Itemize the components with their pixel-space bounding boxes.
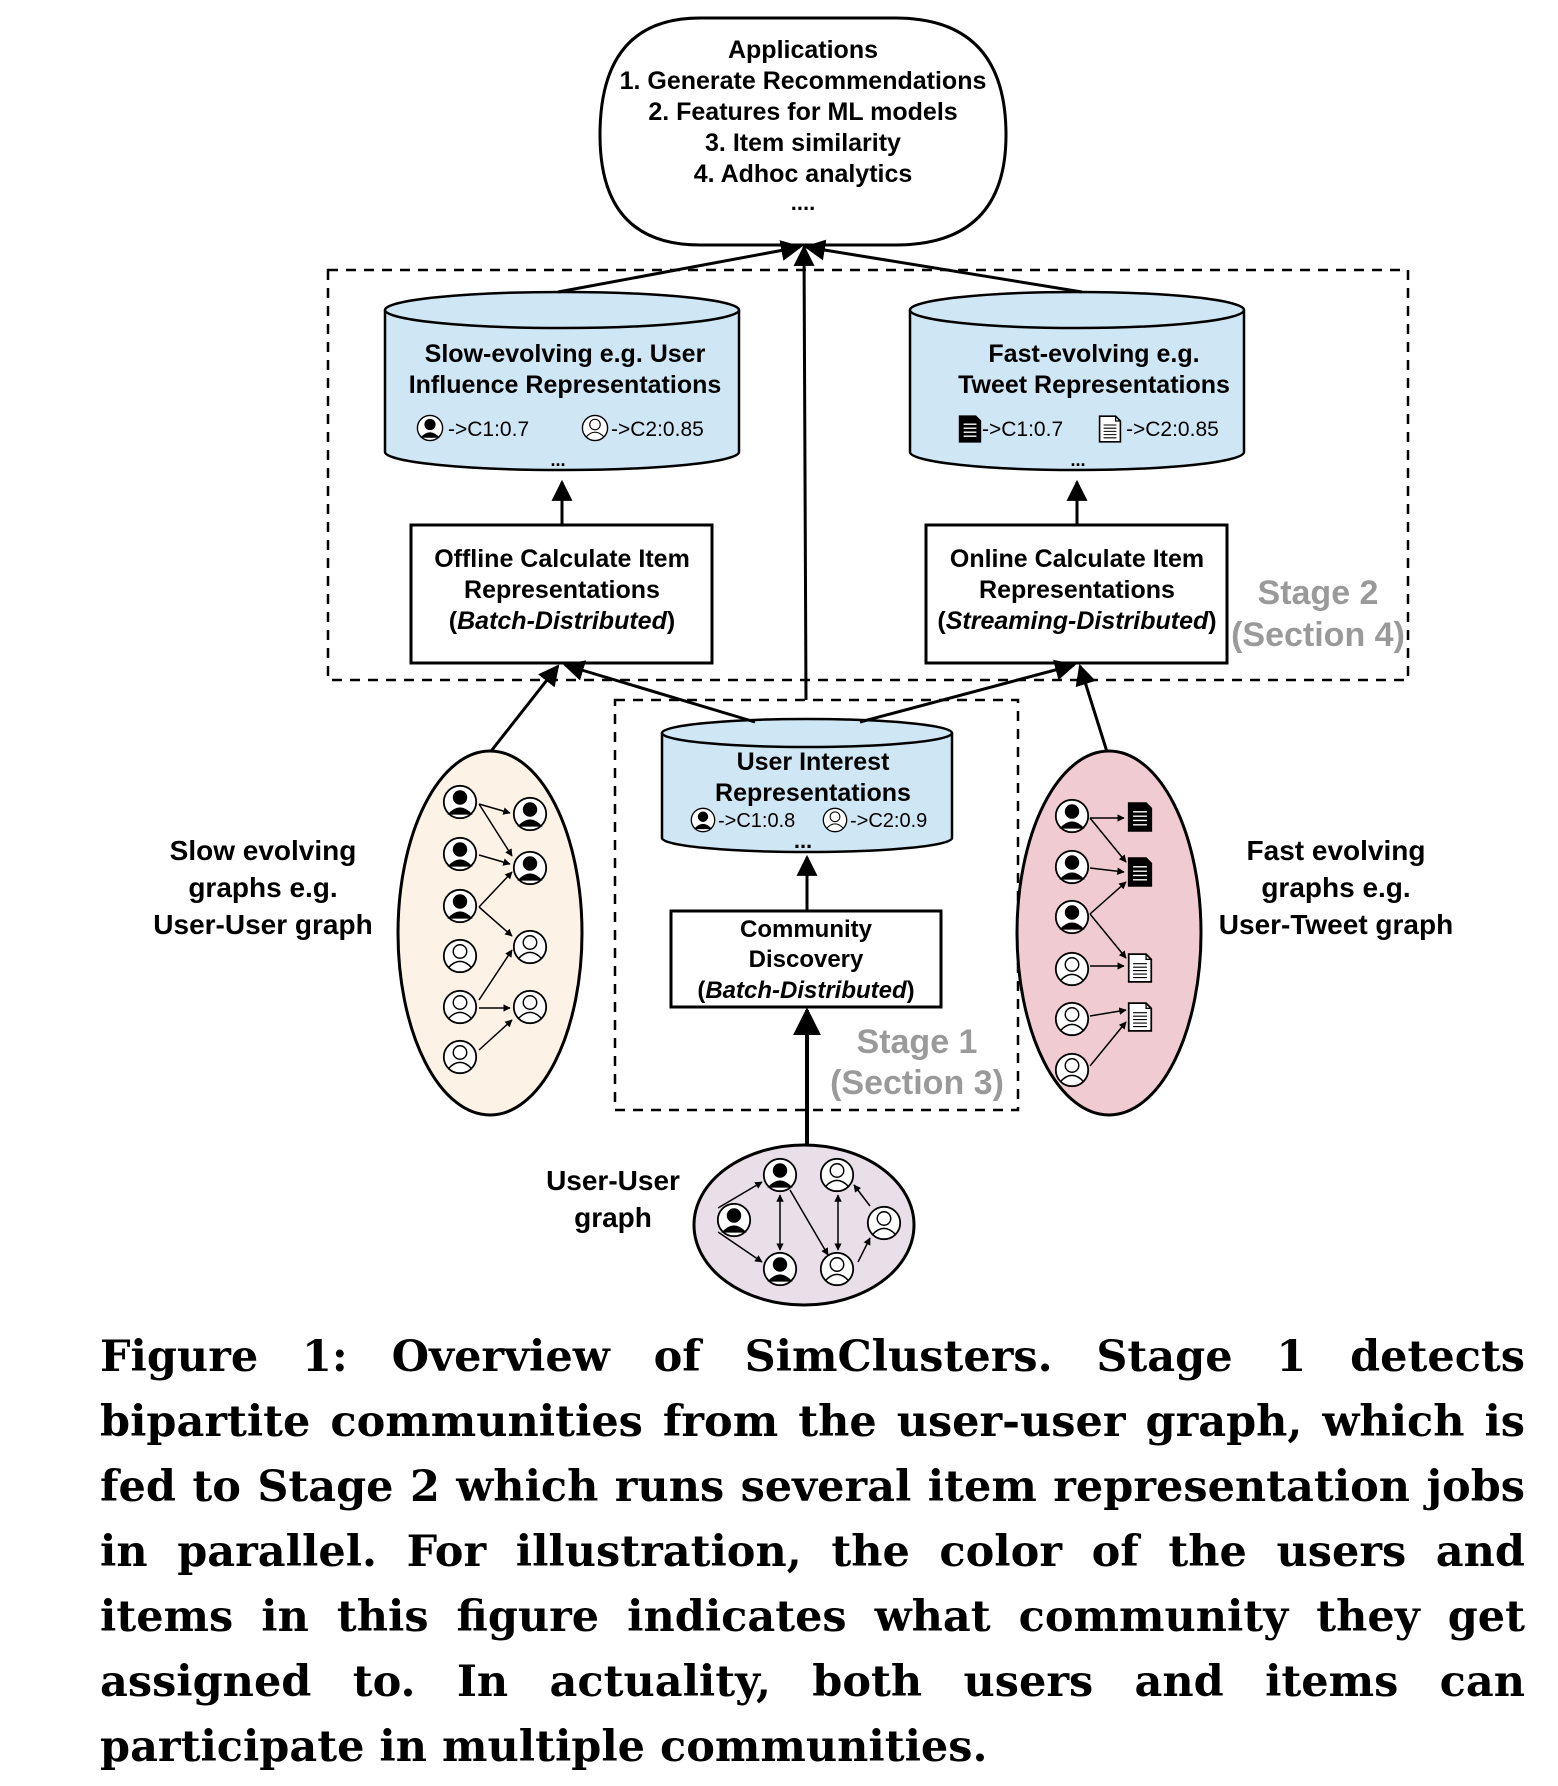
user-light-icon — [442, 1039, 478, 1075]
slow-store-title-1: Slow-evolving e.g. User — [425, 340, 706, 368]
slow-store-entry-2: ->C2:0.85 — [611, 418, 704, 441]
fast-graph-label-line: User-Tweet graph — [1219, 909, 1453, 940]
offline-box-line2: Representations — [464, 576, 660, 604]
offline-calculate-box: Offline Calculate Item Representations (… — [409, 523, 714, 665]
user-dark-icon — [1054, 849, 1090, 885]
slow-graph-label: Slow evolving graphs e.g. User-User grap… — [153, 835, 372, 940]
user-dark-icon — [1054, 899, 1090, 935]
slow-store-entry-1: ->C1:0.7 — [448, 418, 529, 441]
user-interest-store: User Interest Representations ->C1:0.8 -… — [660, 717, 954, 854]
user-dark-icon — [442, 888, 478, 924]
user-dark-icon — [762, 1251, 798, 1287]
slow-store-more: ... — [550, 450, 565, 470]
applications-node: Applications 1. Generate Recommendations… — [598, 16, 1008, 247]
user-light-icon — [1054, 951, 1090, 987]
interest-store-title-1: User Interest — [737, 748, 891, 776]
stage1-section: (Section 3) — [830, 1064, 1004, 1102]
user-dark-icon — [512, 850, 548, 886]
figure-caption: Figure 1: Overview of SimClusters. Stage… — [100, 1332, 1525, 1772]
slow-graph-label-line: User-User graph — [153, 909, 372, 940]
applications-title: Applications — [728, 36, 878, 64]
user-light-icon — [822, 807, 848, 833]
user-dark-icon — [690, 807, 716, 833]
interest-store-more: ... — [794, 828, 812, 853]
online-box-line2: Representations — [979, 576, 1175, 604]
document-light-icon — [1127, 1002, 1153, 1032]
application-item: 1. Generate Recommendations — [620, 67, 987, 95]
applications-more: .... — [791, 190, 815, 215]
fast-graph-label-line: Fast evolving — [1247, 835, 1426, 866]
slow-evolving-store: Slow-evolving e.g. User Influence Repres… — [383, 290, 741, 472]
application-item: 2. Features for ML models — [648, 98, 957, 126]
simclusters-diagram: Applications 1. Generate Recommendations… — [153, 16, 1453, 1307]
bottom-graph-label-line: User-User — [546, 1165, 680, 1196]
online-calculate-box: Online Calculate Item Representations (S… — [924, 523, 1229, 665]
interest-store-entry-1: ->C1:0.8 — [718, 810, 795, 832]
online-box-line1: Online Calculate Item — [950, 545, 1204, 573]
online-box-line3: (Streaming-Distributed) — [937, 607, 1216, 635]
user-light-icon — [442, 938, 478, 974]
stage2-boundary — [326, 268, 1410, 682]
bottom-graph-label-line: graph — [574, 1202, 652, 1233]
user-dark-icon — [762, 1157, 798, 1193]
slow-store-title-2: Influence Representations — [409, 371, 722, 399]
user-light-icon — [442, 989, 478, 1025]
user-light-icon — [1054, 1052, 1090, 1088]
document-light-icon — [1127, 953, 1153, 983]
user-user-graph — [692, 1143, 916, 1307]
user-light-icon — [866, 1205, 902, 1241]
fast-store-more: ... — [1070, 450, 1085, 470]
application-item: 4. Adhoc analytics — [694, 160, 913, 188]
document-dark-icon — [1127, 857, 1153, 887]
slow-graph-label-line: Slow evolving — [170, 835, 357, 866]
stage1-label: Stage 1 — [857, 1023, 978, 1061]
slow-evolving-graph — [396, 749, 584, 1117]
interest-store-title-2: Representations — [715, 779, 911, 807]
stage2-section: (Section 4) — [1231, 616, 1405, 654]
fast-store-title-1: Fast-evolving e.g. — [988, 340, 1199, 368]
offline-box-line1: Offline Calculate Item — [434, 545, 690, 573]
user-light-icon — [819, 1251, 855, 1287]
stage2-label: Stage 2 — [1258, 574, 1379, 612]
bottom-graph-label: User-User graph — [546, 1165, 680, 1233]
fast-store-entry-1: ->C1:0.7 — [982, 418, 1063, 441]
flow-arrows — [486, 239, 1110, 1150]
user-dark-icon — [442, 784, 478, 820]
fast-graph-label: Fast evolving graphs e.g. User-Tweet gra… — [1219, 835, 1453, 940]
user-light-icon — [512, 929, 548, 965]
user-light-icon — [581, 414, 609, 442]
fast-graph-label-line: graphs e.g. — [1261, 872, 1410, 903]
document-dark-icon — [958, 415, 982, 443]
interest-store-entry-2: ->C2:0.9 — [850, 810, 927, 832]
user-dark-icon — [442, 836, 478, 872]
community-box-line3: (Batch-Distributed) — [697, 977, 914, 1004]
user-light-icon — [819, 1157, 855, 1193]
user-dark-icon — [1054, 798, 1090, 834]
community-discovery-box: Community Discovery (Batch-Distributed) — [669, 909, 943, 1009]
fast-store-entry-2: ->C2:0.85 — [1126, 418, 1219, 441]
user-dark-icon — [716, 1202, 752, 1238]
application-item: 3. Item similarity — [705, 129, 901, 157]
user-light-icon — [1054, 1001, 1090, 1037]
community-box-line2: Discovery — [749, 946, 864, 973]
user-light-icon — [512, 989, 548, 1025]
user-dark-icon — [512, 796, 548, 832]
offline-box-line3: (Batch-Distributed) — [449, 607, 675, 635]
document-dark-icon — [1127, 802, 1153, 832]
document-light-icon — [1098, 415, 1122, 443]
fast-evolving-graph — [1015, 749, 1203, 1117]
stage1-boundary — [613, 698, 1020, 1112]
fast-store-title-2: Tweet Representations — [958, 371, 1230, 399]
community-box-line1: Community — [740, 916, 873, 943]
user-dark-icon — [416, 414, 444, 442]
slow-graph-label-line: graphs e.g. — [188, 872, 337, 903]
fast-evolving-store: Fast-evolving e.g. Tweet Representations… — [908, 290, 1246, 472]
